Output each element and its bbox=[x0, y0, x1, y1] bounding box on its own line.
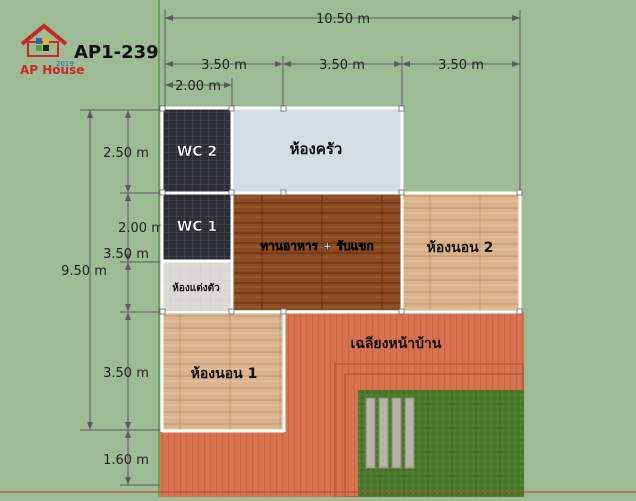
logo-text: AP House bbox=[20, 63, 84, 77]
vertical-dimension-arrows bbox=[87, 110, 131, 485]
stepping-stones bbox=[365, 397, 415, 469]
vertical-dimensions bbox=[80, 109, 162, 486]
room-bedroom2-floor bbox=[403, 194, 519, 310]
label-kitchen: ห้องครัว bbox=[290, 140, 343, 158]
label-bedroom2: ห้องนอน 2 bbox=[427, 240, 494, 256]
dim-wc-width: 2.00 m bbox=[175, 79, 221, 94]
room-kitchen-floor bbox=[233, 108, 401, 192]
room-dressing-floor bbox=[163, 262, 231, 310]
walls bbox=[160, 106, 522, 433]
room-dining-floor bbox=[233, 194, 401, 310]
logo-year: 2019 bbox=[56, 60, 74, 68]
ap-house-logo: AP House 2019 bbox=[20, 23, 84, 77]
horizontal-dimension-arrows bbox=[165, 15, 520, 88]
label-wc2: WC 2 bbox=[177, 144, 217, 160]
dim-col1-width: 3.50 m bbox=[201, 58, 247, 73]
dim-total-depth: 9.50 m bbox=[61, 264, 107, 279]
room-bedroom1-floor bbox=[163, 314, 282, 430]
dim-total-width: 10.50 m bbox=[316, 12, 370, 27]
label-dressing: ห้องแต่งตัว bbox=[172, 282, 220, 294]
plan-code: AP1-239 bbox=[74, 42, 159, 63]
label-bedroom1: ห้องนอน 1 bbox=[191, 366, 258, 382]
dim-row-bottom: 1.60 m bbox=[103, 453, 149, 468]
dim-row-wc1: 2.00 m bbox=[118, 221, 164, 236]
dim-row-kitchen: 2.50 m bbox=[103, 146, 149, 161]
front-step-floor bbox=[160, 432, 284, 497]
dim-col3-width: 3.50 m bbox=[438, 58, 484, 73]
dim-col2-width: 3.50 m bbox=[319, 58, 365, 73]
label-porch: เฉลียงหน้าบ้าน bbox=[351, 336, 442, 352]
label-dining: ทานอาหาร + รับแขก bbox=[260, 239, 374, 253]
dim-row-bedroom1: 3.50 m bbox=[103, 366, 149, 381]
room-wc2-floor bbox=[163, 108, 231, 192]
wall-nodes bbox=[159, 105, 523, 315]
room-wc1-floor bbox=[163, 194, 231, 260]
dim-row-dressing: 3.50 m bbox=[103, 247, 149, 262]
horizontal-dimensions bbox=[164, 10, 521, 190]
label-wc1: WC 1 bbox=[177, 219, 217, 235]
